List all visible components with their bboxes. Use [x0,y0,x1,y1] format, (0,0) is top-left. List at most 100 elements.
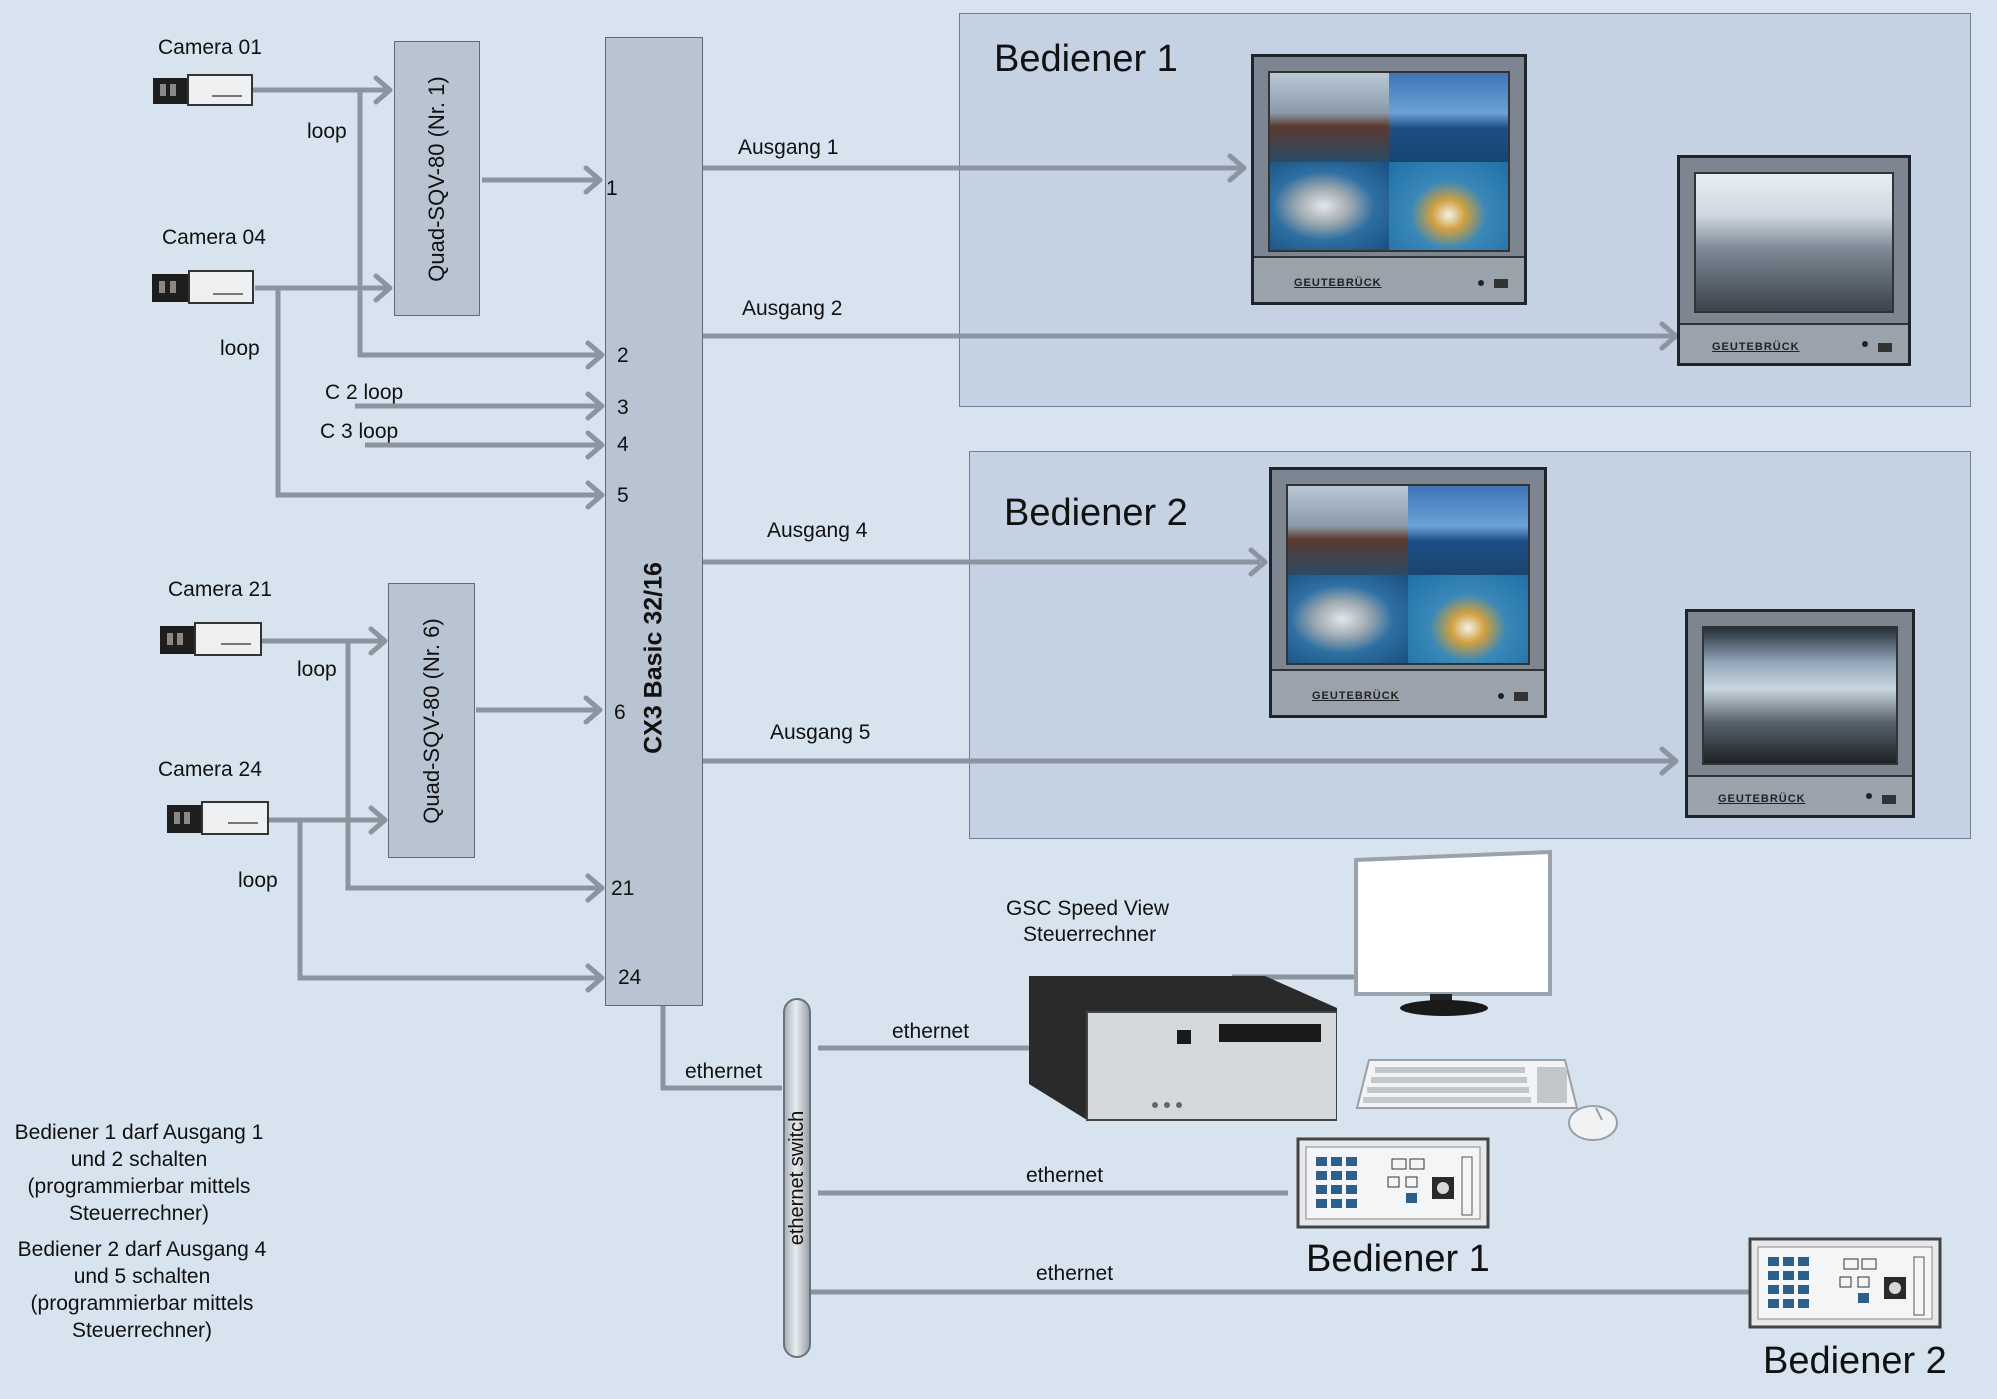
zone-bediener-2-title: Bediener 2 [1004,492,1188,534]
quad-sqv80-nr6: Quad-SQV-80 (Nr. 6) [388,583,475,858]
c3-loop-label: C 3 loop [320,420,399,443]
ausgang-2-label: Ausgang 2 [742,297,843,320]
zone-bediener-1-title: Bediener 1 [994,38,1178,80]
arrowhead-input4 [585,430,605,460]
arrowhead-cam01 [373,75,393,105]
wire-cam24-loop [297,820,600,981]
quad-sqv80-nr1-label: Quad-SQV-80 (Nr. 1) [424,75,449,282]
arrowhead-input3 [585,391,605,421]
monitor-ausgang-2: GEUTEBRÜCK [1677,155,1911,366]
input-4-label: 4 [617,433,629,456]
ausgang-4-label: Ausgang 4 [767,519,868,542]
input-1-label: 1 [606,177,618,200]
mouse-icon [1568,1105,1618,1141]
monitor-brand: GEUTEBRÜCK [1312,690,1400,702]
arrowhead-cam24 [368,805,388,835]
arrowhead-input5 [585,480,605,510]
note-bediener-1: Bediener 1 darf Ausgang 1 und 2 schalten… [0,1120,278,1228]
note-2-line-2: und 5 schalten [73,1264,211,1288]
arrowhead-input21 [585,873,605,903]
quad-tile-boat [1389,161,1508,250]
input-6-label: 6 [614,701,626,724]
note-2-line-3: (programmierbar mittels [30,1291,254,1315]
ethernet-switch: ethernet switch [783,998,811,1358]
c2-loop-label: C 2 loop [325,381,404,404]
loop-label-2: loop [220,337,260,360]
keypad-bediener-1-label: Bediener 1 [1306,1238,1490,1280]
pc-display-icon [1354,849,1552,1016]
arrowhead-ausgang-1 [1227,153,1247,183]
note-1-line-2: und 2 schalten [70,1147,208,1171]
input-5-label: 5 [617,484,629,507]
wire-cam21-loop [345,641,600,891]
arrowhead-input2 [585,340,605,370]
wire-ethernet-matrix [660,1006,782,1091]
ethernet-label-matrix: ethernet [685,1060,763,1083]
monitor-brand: GEUTEBRÜCK [1294,277,1382,289]
note-2-line-4: Steuerrechner) [71,1318,213,1342]
input-21-label: 21 [611,877,635,900]
arrowhead-ausgang-2 [1659,321,1679,351]
camera-24-icon [167,801,269,835]
arrowhead-input24 [585,963,605,993]
keyboard-icon [1355,1059,1579,1109]
loop-label-3: loop [297,658,337,681]
pc-tower-icon [1029,976,1337,1121]
ausgang-1-label: Ausgang 1 [738,136,839,159]
ethernet-label-keypad2: ethernet [1036,1262,1114,1285]
cx3-matrix: CX3 Basic 32/16 [605,37,703,1006]
ethernet-label-keypad1: ethernet [1026,1164,1104,1187]
arrowhead-cam21 [368,626,388,656]
quad-tile-sea [1408,486,1528,575]
camera-01-icon [153,74,253,106]
input-3-label: 3 [617,396,629,419]
pc-title-line-1: GSC Speed View [1006,897,1170,920]
ausgang-5-label: Ausgang 5 [770,721,871,744]
monitor-ausgang-1: GEUTEBRÜCK [1251,54,1527,305]
loop-label-1: loop [307,120,347,143]
wire-cam01-loop [357,90,600,358]
monitor-ausgang-5: GEUTEBRÜCK [1685,609,1915,818]
keypad-bediener-2-label: Bediener 2 [1763,1340,1947,1382]
note-bediener-2: Bediener 2 darf Ausgang 4 und 5 schalten… [0,1237,284,1345]
input-24-label: 24 [618,966,642,989]
arrowhead-ausgang-4 [1248,547,1268,577]
cx3-matrix-label: CX3 Basic 32/16 [639,562,668,754]
monitor-ausgang-4-quad-view [1286,484,1530,665]
quad-tile-harbor [1288,486,1408,575]
quad-tile-harbor [1270,73,1389,162]
arrowhead-ausgang-5 [1659,746,1679,776]
ethernet-label-pc: ethernet [892,1020,970,1043]
camera-21-icon [160,622,262,656]
input-2-label: 2 [617,344,629,367]
camera-04-icon [152,270,254,304]
camera-21-label: Camera 21 [168,578,272,601]
arrowhead-input1 [583,165,603,195]
quad-tile-boat [1408,574,1528,663]
monitor-brand: GEUTEBRÜCK [1712,341,1800,353]
quad-tile-ship [1288,574,1408,663]
wire-cam04-loop [275,288,600,498]
keypad-bediener-1-icon [1296,1137,1490,1229]
monitor-ausgang-5-bridge-view [1702,626,1898,765]
note-2-line-1: Bediener 2 darf Ausgang 4 [17,1238,267,1261]
arrowhead-input6 [583,695,603,725]
quad-tile-ship [1270,161,1389,250]
quad-sqv80-nr6-label: Quad-SQV-80 (Nr. 6) [418,617,444,824]
camera-24-label: Camera 24 [158,758,262,781]
quad-tile-sea [1389,73,1508,162]
ethernet-switch-label: ethernet switch [786,1110,808,1246]
loop-label-4: loop [238,869,278,892]
keypad-bediener-2-icon [1748,1237,1942,1329]
note-1-line-3: (programmierbar mittels [27,1174,251,1198]
arrowhead-cam04 [373,273,393,303]
pc-title-line-2: Steuerrechner [1023,923,1157,946]
note-1-line-1: Bediener 1 darf Ausgang 1 [14,1121,264,1144]
monitor-ausgang-2-bridge-view [1694,172,1894,313]
monitor-brand: GEUTEBRÜCK [1718,793,1806,805]
camera-01-label: Camera 01 [158,36,262,59]
monitor-ausgang-1-quad-view [1268,71,1510,252]
